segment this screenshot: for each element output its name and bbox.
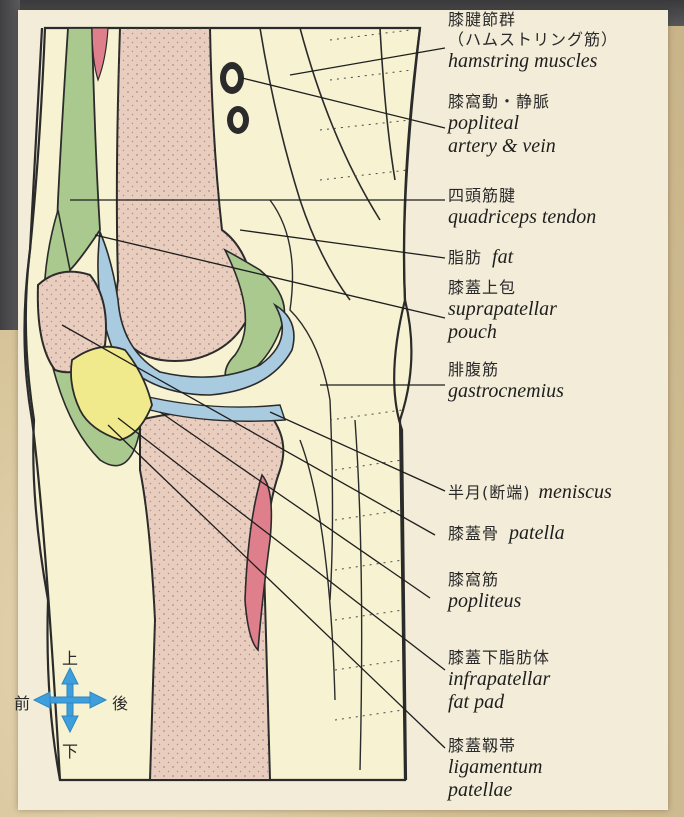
label-popliteal-jp: 膝窩動・静脈	[448, 94, 556, 110]
label-gastrocnemius-jp: 腓腹筋	[448, 362, 564, 378]
label-fat: 脂肪 fat	[448, 247, 513, 267]
label-fat-en: fat	[492, 246, 513, 268]
label-patella: 膝蓋骨 patella	[448, 523, 565, 543]
label-infrapatellar-en: infrapatellar	[448, 669, 550, 689]
label-quadriceps-en: quadriceps tendon	[448, 207, 596, 227]
label-quadriceps-jp: 四頭筋腱	[448, 188, 596, 204]
label-popliteus-jp: 膝窩筋	[448, 572, 521, 588]
label-infrapatellar-jp: 膝蓋下脂肪体	[448, 650, 550, 666]
label-popliteal: 膝窩動・静脈 popliteal artery & vein	[448, 94, 556, 156]
label-infrapatellar-en2: fat pad	[448, 692, 550, 712]
label-suprapatellar: 膝蓋上包 suprapatellar pouch	[448, 280, 557, 342]
label-meniscus-en: meniscus	[539, 481, 612, 503]
label-hamstring-jp2: （ハムストリング筋）	[448, 32, 618, 48]
label-hamstring-en: hamstring muscles	[448, 51, 618, 71]
label-hamstring-jp: 膝腱節群	[448, 12, 618, 28]
label-ligamentum-en2: patellae	[448, 780, 542, 800]
label-ligamentum: 膝蓋靱帯 ligamentum patellae	[448, 738, 542, 800]
label-meniscus-jp: 半月(断端)	[448, 483, 531, 502]
label-gastrocnemius: 腓腹筋 gastrocnemius	[448, 362, 564, 401]
compass-up-label: 上	[62, 645, 78, 669]
label-fat-jp: 脂肪	[448, 248, 482, 267]
label-patella-jp: 膝蓋骨	[448, 524, 499, 543]
label-popliteus: 膝窩筋 popliteus	[448, 572, 521, 611]
label-quadriceps: 四頭筋腱 quadriceps tendon	[448, 188, 596, 227]
compass-back-label: 後	[112, 690, 128, 714]
label-hamstring: 膝腱節群 （ハムストリング筋） hamstring muscles	[448, 12, 618, 71]
label-meniscus: 半月(断端) meniscus	[448, 482, 612, 502]
label-infrapatellar: 膝蓋下脂肪体 infrapatellar fat pad	[448, 650, 550, 712]
label-ligamentum-en: ligamentum	[448, 757, 542, 777]
label-patella-en: patella	[509, 522, 565, 544]
label-suprapatellar-en: suprapatellar	[448, 299, 557, 319]
compass-front-label: 前	[14, 690, 30, 714]
label-suprapatellar-jp: 膝蓋上包	[448, 280, 557, 296]
label-popliteal-en2: artery & vein	[448, 136, 556, 156]
label-popliteal-en: popliteal	[448, 113, 556, 133]
label-gastrocnemius-en: gastrocnemius	[448, 381, 564, 401]
label-ligamentum-jp: 膝蓋靱帯	[448, 738, 542, 754]
compass-down-label: 下	[62, 738, 78, 762]
label-popliteus-en: popliteus	[448, 591, 521, 611]
label-suprapatellar-en2: pouch	[448, 322, 557, 342]
